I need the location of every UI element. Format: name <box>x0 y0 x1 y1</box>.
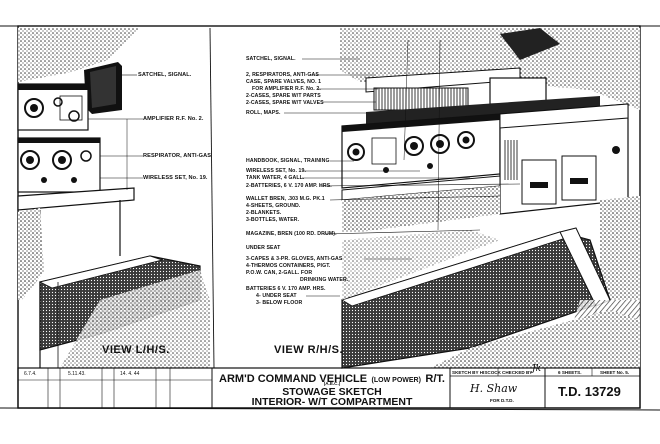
label-case-valves: CASE, SPARE VALVES, NO. 1 <box>246 79 322 85</box>
label-four-under-seat: 4- UNDER SEAT <box>256 293 297 299</box>
checked-by: CHECKED BY <box>502 370 533 375</box>
label-spare-valves: 2-CASES, SPARE W/T VALVES <box>246 100 324 106</box>
label-handbook: HANDBOOK, SIGNAL, TRAINING <box>246 158 330 164</box>
revision-date-1: 6.7.4. <box>24 371 37 377</box>
label-blankets: 2-BLANKETS. <box>246 210 282 216</box>
drawing-number: T.D. 13729 <box>558 384 621 399</box>
caption-view-left: VIEW L/H/S. <box>102 344 170 356</box>
title-stowage-sketch: STOWAGE SKETCH <box>282 386 382 398</box>
label-batteries-seat: BATTERIES 6 V. 170 AMP. HRS. <box>246 286 326 292</box>
label-pow-can: P.O.W. CAN, 2-GALL. FOR <box>246 270 313 276</box>
sheet-number: SHEET No. 5. <box>600 370 630 375</box>
drawing-title-line1: ARM'D COMMAND VEHICLE (LOW POWER) R/T. <box>214 369 450 387</box>
revision-date-2: 5.11.43. <box>68 371 86 377</box>
title-low-power: (LOW POWER) <box>371 377 421 384</box>
label-thermos: 4-THERMOS CONTAINERS, PIGT. <box>246 263 331 269</box>
sketch-by: SKETCH BY HISCOCK <box>452 370 501 375</box>
label-wireless-right: WIRELESS SET, No. 19. <box>246 168 307 174</box>
approver-signature: H. Shaw <box>470 382 518 395</box>
title-interior-wt: INTERIOR- W/T COMPARTMENT <box>251 396 413 408</box>
spare-parts-case <box>489 77 547 105</box>
label-spare-parts: 2-CASES, SPARE W/T PARTS <box>246 93 321 99</box>
label-respirators-right: 2, RESPIRATORS, ANTI-GAS <box>246 72 319 78</box>
sheet-count: 6 SHEETS. <box>558 370 582 375</box>
left-view-illustration <box>17 27 215 369</box>
label-wallet-bren: WALLET BREN, .303 M.G. PK.1 <box>246 196 325 202</box>
label-under-seat: UNDER SEAT <box>246 245 281 251</box>
title-main: ARM'D COMMAND VEHICLE <box>219 373 368 385</box>
right-view-illustration <box>284 28 640 369</box>
checked-signature: Jk <box>532 364 542 374</box>
label-drinking-water: DRINKING WATER. <box>300 277 349 283</box>
label-satchel-right: SATCHEL, SIGNAL. <box>246 56 296 62</box>
label-capes-gloves: 3-CAPES & 3-PR. GLOVES, ANTI-GAS <box>246 256 343 262</box>
caption-view-right: VIEW R/H/S. <box>274 344 344 356</box>
label-batteries-right: 2-BATTERIES, 6 V. 170 AMP. HRS. <box>246 183 332 189</box>
label-for-amplifier: FOR AMPLIFIER R.F. No. 2. <box>252 86 321 92</box>
table-left <box>17 187 135 211</box>
label-bottles-water: 3-BOTTLES, WATER. <box>246 217 300 223</box>
revision-date-3: 14. 4. 44 <box>120 371 140 377</box>
label-magazine-bren: MAGAZINE, BREN (100 RD. DRUM). <box>246 231 337 237</box>
label-satchel-left: SATCHEL, SIGNAL. <box>138 72 192 78</box>
label-roll-maps: ROLL, MAPS. <box>246 110 281 116</box>
label-sheets-ground: 4-SHEETS, GROUND. <box>246 203 301 209</box>
title-block-frame <box>17 367 641 409</box>
label-wireless-left: WIRELESS SET, No. 19. <box>143 175 208 181</box>
label-three-below-floor: 3- BELOW FLOOR <box>256 300 303 306</box>
title-aec: (A.E.C.) <box>323 381 341 386</box>
label-tank-water: TANK WATER, 4 GALL. <box>246 175 305 181</box>
for-dtd: FOR D.T.D. <box>490 398 514 403</box>
label-respirator-left: RESPIRATOR, ANTI-GAS <box>143 153 212 159</box>
title-rt: R/T. <box>425 373 445 385</box>
label-amplifier-left: AMPLIFIER R.F. No. 2. <box>143 116 204 122</box>
